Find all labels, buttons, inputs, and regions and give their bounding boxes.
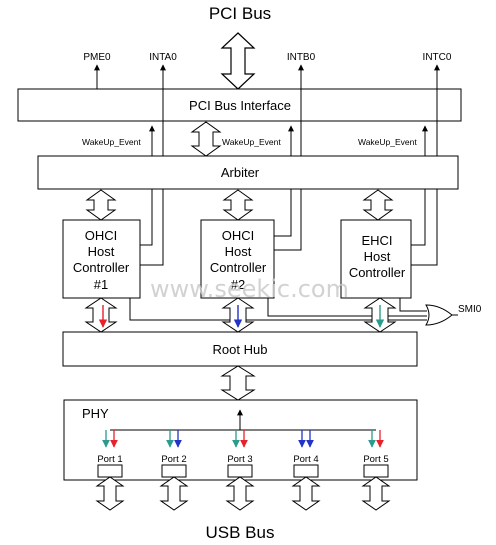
- port-1-label: Port 1: [97, 454, 122, 465]
- port-3-usb-arrow: [225, 476, 255, 511]
- usb-bus-title: USB Bus: [206, 523, 275, 542]
- port-3-box: [227, 464, 253, 478]
- intb-signal-line: [274, 64, 304, 251]
- ohci2-line-3: Controller: [210, 260, 267, 275]
- arbiter-block: [37, 155, 459, 190]
- ohci2-line-1: OHCI: [222, 228, 255, 243]
- ehci-line-2: Host: [364, 249, 391, 264]
- port-5-usb-arrow: [361, 476, 391, 511]
- port-4-label: Port 4: [293, 454, 318, 465]
- port-4-box: [293, 464, 319, 478]
- smi-or-gate: [425, 304, 453, 326]
- ports: Port 1 Port 2 Port 3 Port 4 Port 5: [97, 454, 389, 478]
- port-2-label: Port 2: [161, 454, 186, 465]
- watermark: www.seekic.com: [150, 275, 349, 303]
- port-arrows: [102, 430, 384, 448]
- intc-signal-line: [411, 64, 440, 266]
- port-3-label: Port 3: [227, 454, 252, 465]
- pci-bus-arrow: [220, 32, 256, 90]
- arbiter-label: Arbiter: [221, 165, 260, 180]
- pci-bus-title: PCI Bus: [209, 4, 271, 23]
- inta-signal-line: [140, 64, 166, 266]
- ohci1-line-2: Host: [88, 244, 115, 259]
- port-4-usb-arrow: [291, 476, 321, 511]
- root-hub-label: Root Hub: [213, 342, 268, 357]
- ohci2-line-2: Host: [225, 244, 252, 259]
- arbiter-ohci2-arrow: [222, 189, 254, 221]
- smi-label: SMI0: [458, 304, 482, 315]
- phy-label: PHY: [82, 406, 109, 421]
- port-5-box: [363, 464, 389, 478]
- pme-label: PME0: [83, 52, 111, 63]
- inta-label: INTA0: [149, 52, 177, 63]
- pci-bus-interface-label: PCI Bus Interface: [189, 98, 291, 113]
- port-1-box: [97, 464, 123, 478]
- ohci2-line-4: #2: [231, 277, 245, 292]
- root-hub-block: [62, 331, 418, 367]
- interface-arbiter-arrow: [190, 121, 222, 157]
- intb-label: INTB0: [287, 52, 316, 63]
- wakeup-label-1: WakeUp_Event: [82, 137, 141, 147]
- port-2-box: [161, 464, 187, 478]
- smi-line-ohci1: [129, 298, 427, 321]
- ohci1-roothub-arrow: [84, 297, 118, 333]
- ehci-controller: [340, 219, 412, 299]
- ohci1-line-1: OHCI: [85, 228, 118, 243]
- port-1-usb-arrow: [95, 476, 125, 511]
- ohci1-line-4: #1: [94, 277, 108, 292]
- intc-label: INTC0: [423, 52, 452, 63]
- port-5-label: Port 5: [363, 454, 388, 465]
- wakeup-label-3: WakeUp_Event: [358, 137, 417, 147]
- arbiter-ehci-arrow: [362, 189, 394, 221]
- ehci-line-1: EHCI: [361, 233, 392, 248]
- ohci-controller-1: [62, 219, 141, 299]
- ohci1-line-3: Controller: [73, 260, 130, 275]
- roothub-phy-arrow: [220, 365, 256, 401]
- smi-line-ehci: [399, 298, 427, 312]
- usb-bus-arrows: [95, 476, 391, 511]
- pci-bus-interface-block: [17, 88, 462, 122]
- ehci-line-3: Controller: [349, 265, 406, 280]
- arbiter-ohci1-arrow: [85, 189, 117, 221]
- wakeup-label-2: WakeUp_Event: [222, 137, 281, 147]
- ohci-controller-2: [200, 219, 275, 299]
- port-2-usb-arrow: [159, 476, 189, 511]
